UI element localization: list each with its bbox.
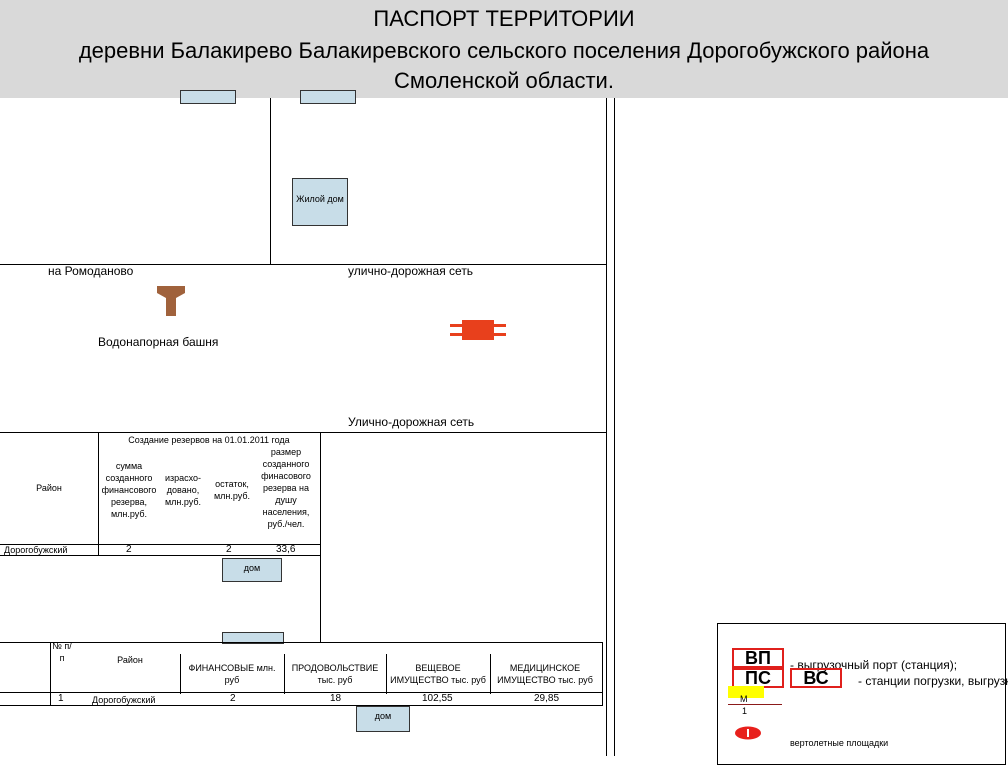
- house-middle: дом: [222, 558, 282, 582]
- table-line: [602, 642, 603, 706]
- residential-house: Жилой дом: [292, 178, 348, 226]
- resources-row-no: 1: [58, 693, 64, 704]
- resources-row-fin: 2: [230, 693, 236, 704]
- reserve-col-rest: остаток, млн.руб.: [213, 479, 251, 501]
- resources-table: № п/п Район ФИНАНСОВЫЕ млн. руб ПРОДОВОЛ…: [0, 641, 603, 706]
- legend-vp-badge: ВП: [732, 648, 784, 668]
- building-top-right: [300, 90, 356, 104]
- resources-col-no: № п/п: [52, 641, 72, 663]
- reserve-row-region: Дорогобужский: [4, 545, 68, 555]
- header-subtitle: деревни Балакирево Балакиревского сельск…: [78, 38, 930, 63]
- table-line: [0, 692, 602, 693]
- page-header: ПАСПОРТ ТЕРРИТОРИИ деревни Балакирево Ба…: [0, 0, 1008, 98]
- legend-heli-text: вертолетные площадки: [790, 738, 889, 748]
- legend-m-label: М: [740, 694, 748, 704]
- resources-col-region: Район: [117, 655, 143, 665]
- table-line: [284, 654, 285, 694]
- legend-ps-badge: ПС: [732, 668, 784, 688]
- water-tower-icon: [155, 284, 187, 318]
- header-title: ПАСПОРТ ТЕРРИТОРИИ: [373, 6, 635, 31]
- map-line: [270, 98, 271, 264]
- table-line: [386, 654, 387, 694]
- pipe-object-icon: [450, 316, 506, 344]
- table-line: [0, 555, 320, 556]
- legend-one-label: 1: [742, 706, 748, 716]
- header-subtitle-2: Смоленской области.: [394, 68, 614, 93]
- legend-line: [728, 704, 782, 705]
- legend-vs-badge: ВС: [790, 668, 842, 688]
- resources-col-food: ПРОДОВОЛЬСТВИЕ тыс. руб: [291, 663, 379, 685]
- road-label-bottom: Улично-дорожная сеть: [348, 415, 475, 429]
- resources-col-fin: ФИНАНСОВЫЕ млн. руб: [188, 663, 276, 685]
- legend-box: [717, 623, 1006, 765]
- road-line: [0, 264, 606, 265]
- table-line: [0, 544, 320, 545]
- house-middle-label: дом: [243, 563, 261, 573]
- reserve-col-sum: сумма созданного финансового резерва, мл…: [101, 461, 157, 519]
- house-bottom-label: дом: [374, 711, 392, 721]
- reserve-col-size: размер созданного финасового резерва на …: [261, 447, 311, 529]
- reserve-col-region: Район: [36, 483, 62, 493]
- resources-row-medical: 29,85: [534, 693, 560, 704]
- table-line: [50, 642, 51, 706]
- road-label-network: улично-дорожная сеть: [348, 264, 474, 278]
- table-line: [490, 654, 491, 694]
- residential-house-label: Жилой дом: [296, 194, 344, 204]
- legend-yellow-marker: [728, 686, 764, 698]
- helipad-icon: [734, 726, 762, 740]
- house-lower: [222, 632, 284, 644]
- table-line: [0, 642, 602, 643]
- resources-col-property: ВЕЩЕВОЕ ИМУЩЕСТВО тыс. руб: [390, 663, 486, 685]
- road-line: [0, 432, 606, 433]
- map-line: [614, 98, 615, 756]
- reserve-col-spent: израсхо-довано, млн.руб.: [164, 473, 202, 507]
- house-bottom: дом: [356, 706, 410, 732]
- reserve-row-size: 33,6: [276, 544, 296, 555]
- resources-row-region: Дорогобужский: [92, 695, 156, 705]
- reserve-table: Создание резервов на 01.01.2011 года Рай…: [0, 432, 321, 556]
- reserve-table-title: Создание резервов на 01.01.2011 года: [128, 435, 290, 445]
- resources-row-property: 102,55: [422, 693, 453, 704]
- table-line: [180, 654, 181, 694]
- table-line: [98, 432, 99, 556]
- table-line: [0, 705, 602, 706]
- water-tower-label: Водонапорная башня: [98, 335, 219, 349]
- reserve-row-sum: 2: [126, 544, 132, 555]
- road-label-romodanovo: на Ромоданово: [48, 264, 134, 278]
- map-line: [606, 98, 607, 756]
- reserve-row-rest: 2: [226, 544, 232, 555]
- legend-ps-text: - станции погрузки, выгрузки;: [858, 674, 1008, 688]
- building-top-left: [180, 90, 236, 104]
- resources-row-food: 18: [330, 693, 342, 704]
- table-line: [320, 432, 321, 556]
- resources-col-medical: МЕДИЦИНСКОЕ ИМУЩЕСТВО тыс. руб: [497, 663, 593, 685]
